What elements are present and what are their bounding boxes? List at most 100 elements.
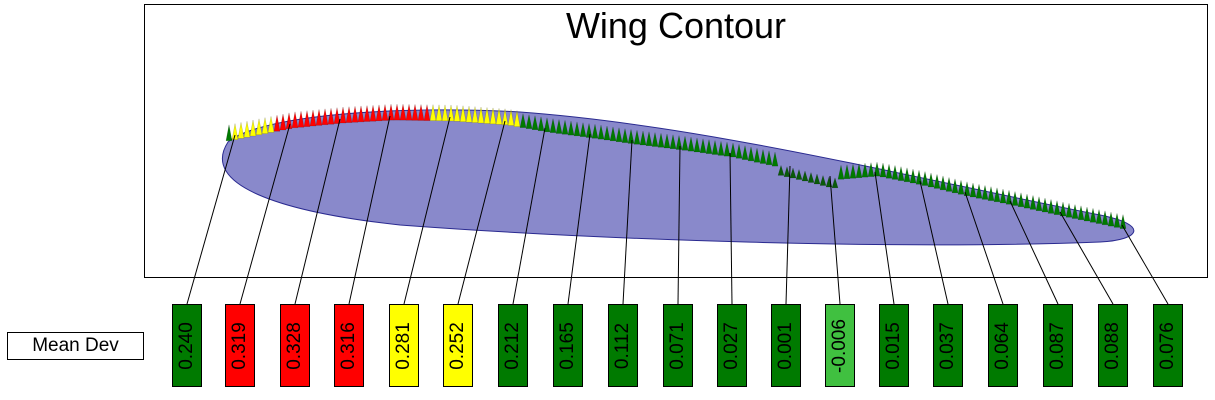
deviation-spike xyxy=(837,165,845,180)
deviation-spike xyxy=(987,186,995,201)
deviation-spike xyxy=(225,124,233,142)
deviation-spike xyxy=(951,178,959,194)
leader-line xyxy=(785,165,791,305)
deviation-spike xyxy=(1119,214,1127,229)
mean-dev-value-box: 0.328 xyxy=(280,304,310,387)
deviation-spike xyxy=(909,168,917,184)
deviation-spike xyxy=(1113,213,1121,228)
deviation-spike xyxy=(687,137,695,152)
deviation-spike xyxy=(567,121,575,136)
mean-dev-value: -0.006 xyxy=(829,318,850,373)
mean-dev-value: 0.064 xyxy=(992,321,1013,370)
deviation-spike xyxy=(549,118,557,133)
leader-line xyxy=(964,191,1004,305)
deviation-spike xyxy=(717,141,725,156)
mean-dev-value: 0.165 xyxy=(557,321,578,370)
mean-dev-value-box: 0.037 xyxy=(933,304,963,387)
deviation-spike xyxy=(1053,200,1061,215)
deviation-spike xyxy=(927,172,935,188)
deviation-spike xyxy=(633,130,641,145)
deviation-spike xyxy=(639,130,647,146)
deviation-spike xyxy=(339,106,347,124)
deviation-spike xyxy=(903,167,911,183)
deviation-spike xyxy=(543,117,551,133)
mean-dev-value-box: 0.212 xyxy=(498,304,528,387)
deviation-spike xyxy=(891,165,899,180)
mean-dev-value: 0.027 xyxy=(721,321,742,370)
deviation-spike xyxy=(939,175,947,191)
deviation-spike xyxy=(255,118,263,136)
deviation-spike xyxy=(657,133,665,148)
leader-line xyxy=(239,123,291,305)
deviation-spike xyxy=(1017,192,1025,208)
deviation-spike xyxy=(663,133,671,149)
leader-lines xyxy=(186,115,1169,305)
deviation-spike xyxy=(315,109,323,126)
leader-line xyxy=(348,115,391,305)
deviation-spike xyxy=(513,110,521,127)
leader-line xyxy=(622,139,633,305)
mean-dev-value: 0.252 xyxy=(447,321,468,370)
leader-line xyxy=(512,127,546,305)
deviation-spike xyxy=(1005,190,1013,205)
deviation-spikes xyxy=(225,104,1127,229)
leader-line xyxy=(729,152,733,305)
mean-dev-value: 0.319 xyxy=(229,321,250,370)
deviation-spike xyxy=(519,113,527,128)
deviation-spike xyxy=(525,114,533,129)
leader-line xyxy=(677,145,681,305)
deviation-spike xyxy=(231,123,239,140)
mean-dev-value-box: 0.087 xyxy=(1043,304,1073,387)
deviation-spike xyxy=(729,142,737,158)
mean-dev-value-box: 0.281 xyxy=(389,304,419,387)
deviation-spike xyxy=(879,162,887,178)
deviation-spike xyxy=(291,111,299,129)
leader-line xyxy=(1009,200,1059,305)
deviation-spike xyxy=(435,104,443,122)
deviation-spike xyxy=(333,107,341,124)
deviation-spike xyxy=(345,106,353,123)
deviation-spike xyxy=(381,104,389,121)
mean-dev-value: 0.212 xyxy=(502,321,523,370)
deviation-spike xyxy=(375,104,383,122)
deviation-spike xyxy=(1095,209,1103,224)
deviation-spike xyxy=(855,163,863,178)
mean-dev-value: 0.088 xyxy=(1102,321,1123,370)
mean-dev-value-box: 0.071 xyxy=(663,304,693,387)
deviation-spike xyxy=(783,165,791,177)
mean-dev-value: 0.112 xyxy=(612,322,633,369)
deviation-spike xyxy=(507,109,515,126)
deviation-spike xyxy=(807,171,815,183)
mean-dev-value-box: 0.027 xyxy=(717,304,747,387)
leader-line xyxy=(919,180,949,305)
deviation-spike xyxy=(759,149,767,164)
deviation-spike xyxy=(1041,197,1049,213)
deviation-spike xyxy=(993,187,1001,203)
deviation-spike xyxy=(399,104,407,121)
mean-dev-value: 0.240 xyxy=(176,321,197,370)
deviation-spike xyxy=(885,164,893,179)
deviation-spike xyxy=(1101,210,1109,226)
deviation-spike xyxy=(1083,206,1091,222)
deviation-spike xyxy=(819,174,827,186)
chart-title: Wing Contour xyxy=(565,5,787,46)
mean-dev-value: 0.037 xyxy=(937,321,958,370)
leader-line xyxy=(1059,211,1114,305)
mean-dev-value: 0.076 xyxy=(1157,321,1178,370)
leader-line xyxy=(294,118,341,305)
mean-dev-value-box: 0.088 xyxy=(1098,304,1128,387)
deviation-spike xyxy=(801,170,809,182)
deviation-spike xyxy=(813,173,821,185)
deviation-spike xyxy=(1071,204,1079,219)
leader-line xyxy=(567,133,591,305)
mean-dev-value-box: 0.001 xyxy=(771,304,801,387)
deviation-spike xyxy=(471,106,479,123)
deviation-spike xyxy=(279,113,287,131)
deviation-spike xyxy=(1059,201,1067,217)
deviation-spike xyxy=(321,108,329,126)
deviation-spike xyxy=(627,129,635,144)
deviation-spike xyxy=(681,136,689,151)
deviation-spike xyxy=(777,164,785,176)
deviation-spike xyxy=(789,167,797,179)
